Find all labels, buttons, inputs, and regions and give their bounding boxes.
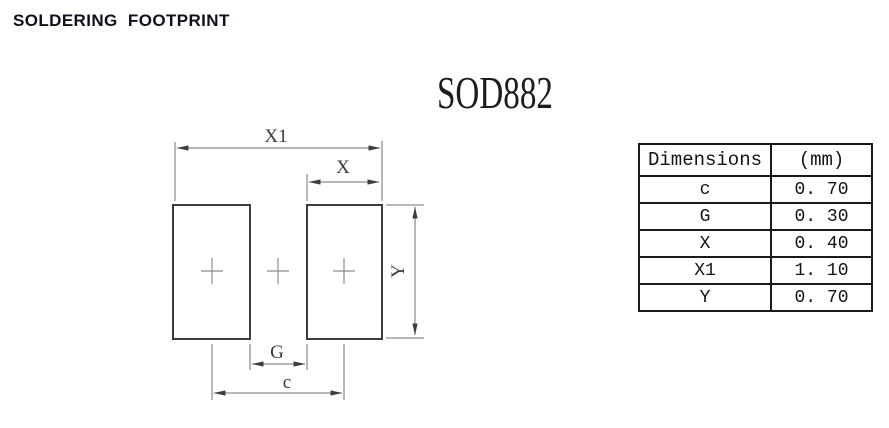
dim-value: 1. 10: [770, 256, 873, 285]
dimensions-table: Dimensions (mm) c 0. 70 G 0. 30 X 0. 40 …: [638, 143, 873, 312]
dim-value: 0. 40: [770, 229, 873, 258]
center-mark-right-icon: [333, 258, 355, 284]
dim-value: 0. 70: [770, 175, 873, 204]
table-row: X1 1. 10: [638, 256, 873, 285]
dim-name: X: [638, 229, 772, 258]
dim-name: Y: [638, 283, 772, 312]
pad-left: [172, 204, 251, 340]
center-marks: [201, 258, 355, 284]
table-row: Y 0. 70: [638, 283, 873, 312]
label-y: Y: [388, 264, 409, 278]
table-row: X 0. 40: [638, 229, 873, 258]
center-mark-left-icon: [201, 258, 223, 284]
footprint-drawing: X1 X Y G c: [172, 126, 424, 400]
page-title: SOLDERING FOOTPRINT: [13, 11, 230, 30]
pad-right: [306, 204, 383, 340]
table-header-dimensions: Dimensions: [638, 143, 772, 177]
label-c: c: [283, 372, 291, 393]
table-header-row: Dimensions (mm): [638, 143, 873, 177]
dim-value: 0. 30: [770, 202, 873, 231]
package-name: SOD882: [437, 67, 553, 118]
center-mark-middle-icon: [267, 258, 289, 284]
dim-name: G: [638, 202, 772, 231]
label-x: X: [336, 157, 350, 178]
solder-pads: [172, 204, 383, 340]
dim-name: X1: [638, 256, 772, 285]
table-row: G 0. 30: [638, 202, 873, 231]
dim-value: 0. 70: [770, 283, 873, 312]
table-header-mm: (mm): [770, 143, 873, 177]
dimension-lines: [176, 145, 418, 396]
extension-lines: [174, 141, 424, 400]
label-g: G: [270, 342, 284, 363]
dim-name: c: [638, 175, 772, 204]
label-x1: X1: [264, 126, 287, 147]
table-row: c 0. 70: [638, 175, 873, 204]
